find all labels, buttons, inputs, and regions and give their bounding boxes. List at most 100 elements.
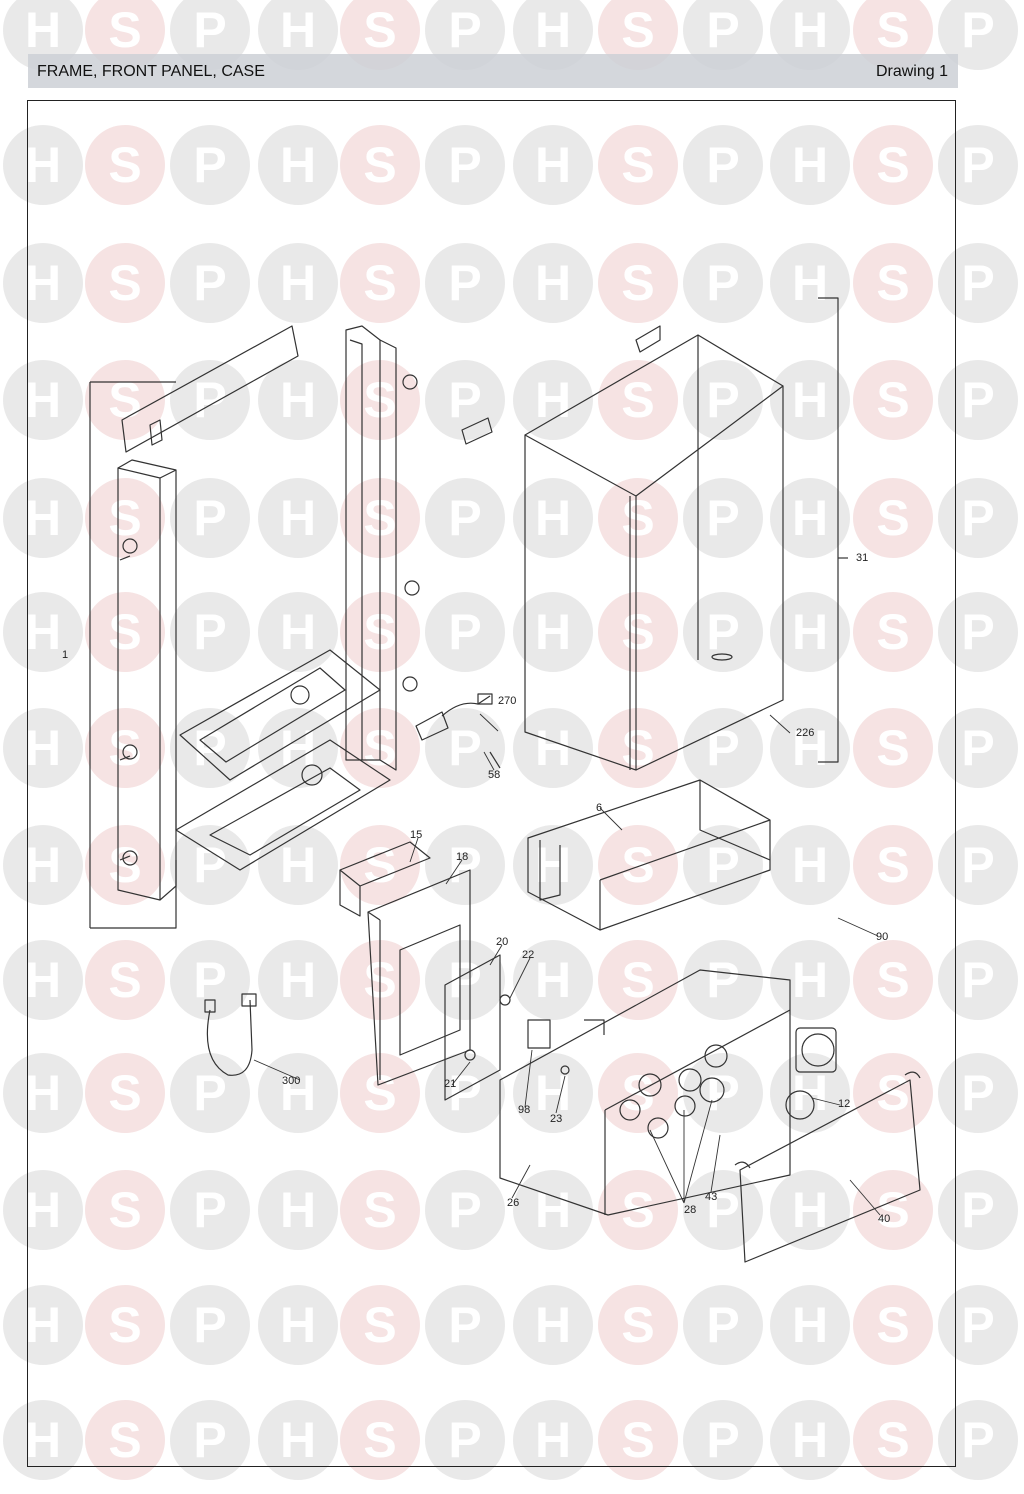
watermark-circle (598, 1285, 678, 1365)
watermark-circle (598, 243, 678, 323)
watermark-letter: H (25, 372, 61, 428)
watermark-circle (85, 592, 165, 672)
watermark-letter: P (706, 1297, 739, 1353)
watermark-circle (258, 125, 338, 205)
case-panel (461, 297, 848, 771)
watermark-letter: P (193, 1182, 226, 1238)
watermark-circle (513, 243, 593, 323)
watermark-letter: P (961, 255, 994, 311)
watermark-circle (85, 0, 165, 70)
wiring-harness-270 (415, 693, 501, 769)
label-part-23: 23 (550, 1113, 562, 1125)
watermark-circle (853, 360, 933, 440)
watermark-circle (513, 825, 593, 905)
label-part-26: 26 (507, 1197, 519, 1209)
watermark-circle (513, 125, 593, 205)
watermark-circle (425, 243, 505, 323)
watermark-letter: S (876, 720, 909, 776)
watermark-circle (340, 1400, 420, 1480)
watermark-circle (683, 708, 763, 788)
watermark-letter: S (108, 1412, 141, 1468)
watermark-circle (938, 825, 1018, 905)
watermark-letter: S (363, 1182, 396, 1238)
watermark-circle (683, 1053, 763, 1133)
watermark-letter: P (448, 1182, 481, 1238)
watermark-letter: H (792, 1182, 828, 1238)
label-part-22: 22 (522, 949, 534, 961)
watermark-circle (170, 940, 250, 1020)
watermark-letter: P (448, 720, 481, 776)
watermark-circle (938, 478, 1018, 558)
watermark-letter: S (108, 1065, 141, 1121)
watermark-letter: P (706, 1412, 739, 1468)
watermark-letter: P (706, 720, 739, 776)
watermark-letter: P (448, 604, 481, 660)
watermark-circle (598, 1170, 678, 1250)
watermark-letter: P (193, 837, 226, 893)
watermark-letter: H (535, 137, 571, 193)
watermark-circle (258, 243, 338, 323)
watermark-letter: H (792, 255, 828, 311)
watermark-letter: S (876, 1297, 909, 1353)
watermark-letter: S (363, 1412, 396, 1468)
watermark-letter: H (535, 1182, 571, 1238)
watermark-letter: H (280, 372, 316, 428)
watermark-circle (598, 125, 678, 205)
watermark-letter: P (706, 490, 739, 546)
watermark-letter: S (876, 1065, 909, 1121)
watermark-letter: P (961, 604, 994, 660)
watermark-letter: S (621, 1297, 654, 1353)
watermark-letter: H (792, 1412, 828, 1468)
watermark-circle (340, 1053, 420, 1133)
watermark-circle (853, 243, 933, 323)
watermark-letter: H (25, 720, 61, 776)
watermark-circle (770, 1170, 850, 1250)
watermark-circle (770, 1400, 850, 1480)
watermark-circle (425, 478, 505, 558)
watermark-letter: P (961, 372, 994, 428)
watermark-letter: H (25, 2, 61, 58)
watermark-circle (3, 708, 83, 788)
page-title: FRAME, FRONT PANEL, CASE (37, 63, 265, 80)
watermark-circle (513, 940, 593, 1020)
watermark-circle (513, 0, 593, 70)
watermark-letter: H (535, 837, 571, 893)
watermark-letter: H (280, 490, 316, 546)
watermark-letter: S (621, 490, 654, 546)
watermark-letter: S (621, 372, 654, 428)
watermark-circle (853, 825, 933, 905)
watermark-circle (683, 478, 763, 558)
watermark-letter: H (535, 2, 571, 58)
part-number-labels: 1 31 270 58 226 6 15 18 90 20 22 300 21 … (62, 552, 890, 1225)
watermark-letter: H (25, 1065, 61, 1121)
watermark-circle (853, 592, 933, 672)
watermark-letter: S (363, 2, 396, 58)
watermark-circle (938, 1285, 1018, 1365)
watermark-letter: P (448, 2, 481, 58)
watermark-circle (85, 825, 165, 905)
watermark-circle (170, 1400, 250, 1480)
watermark-letter: H (792, 137, 828, 193)
fascia-panel-26 (499, 969, 791, 1216)
watermark-circle (258, 360, 338, 440)
watermark-circle (258, 1285, 338, 1365)
watermark-circle (770, 243, 850, 323)
watermark-letter: S (108, 490, 141, 546)
watermark-letter: P (961, 952, 994, 1008)
watermark-letter: S (876, 604, 909, 660)
watermark-circle (683, 1285, 763, 1365)
watermark-circle (938, 243, 1018, 323)
watermark-circle (425, 825, 505, 905)
watermark-circle (85, 360, 165, 440)
watermark-letter: H (792, 720, 828, 776)
watermark-letter: P (448, 837, 481, 893)
watermark-letter: H (280, 2, 316, 58)
watermark-letter: H (280, 604, 316, 660)
watermark-circle (170, 360, 250, 440)
watermark-letter: P (193, 1412, 226, 1468)
watermark-circle (170, 592, 250, 672)
watermark-letter: P (448, 490, 481, 546)
watermark-circle (598, 360, 678, 440)
watermark-letter: P (448, 255, 481, 311)
